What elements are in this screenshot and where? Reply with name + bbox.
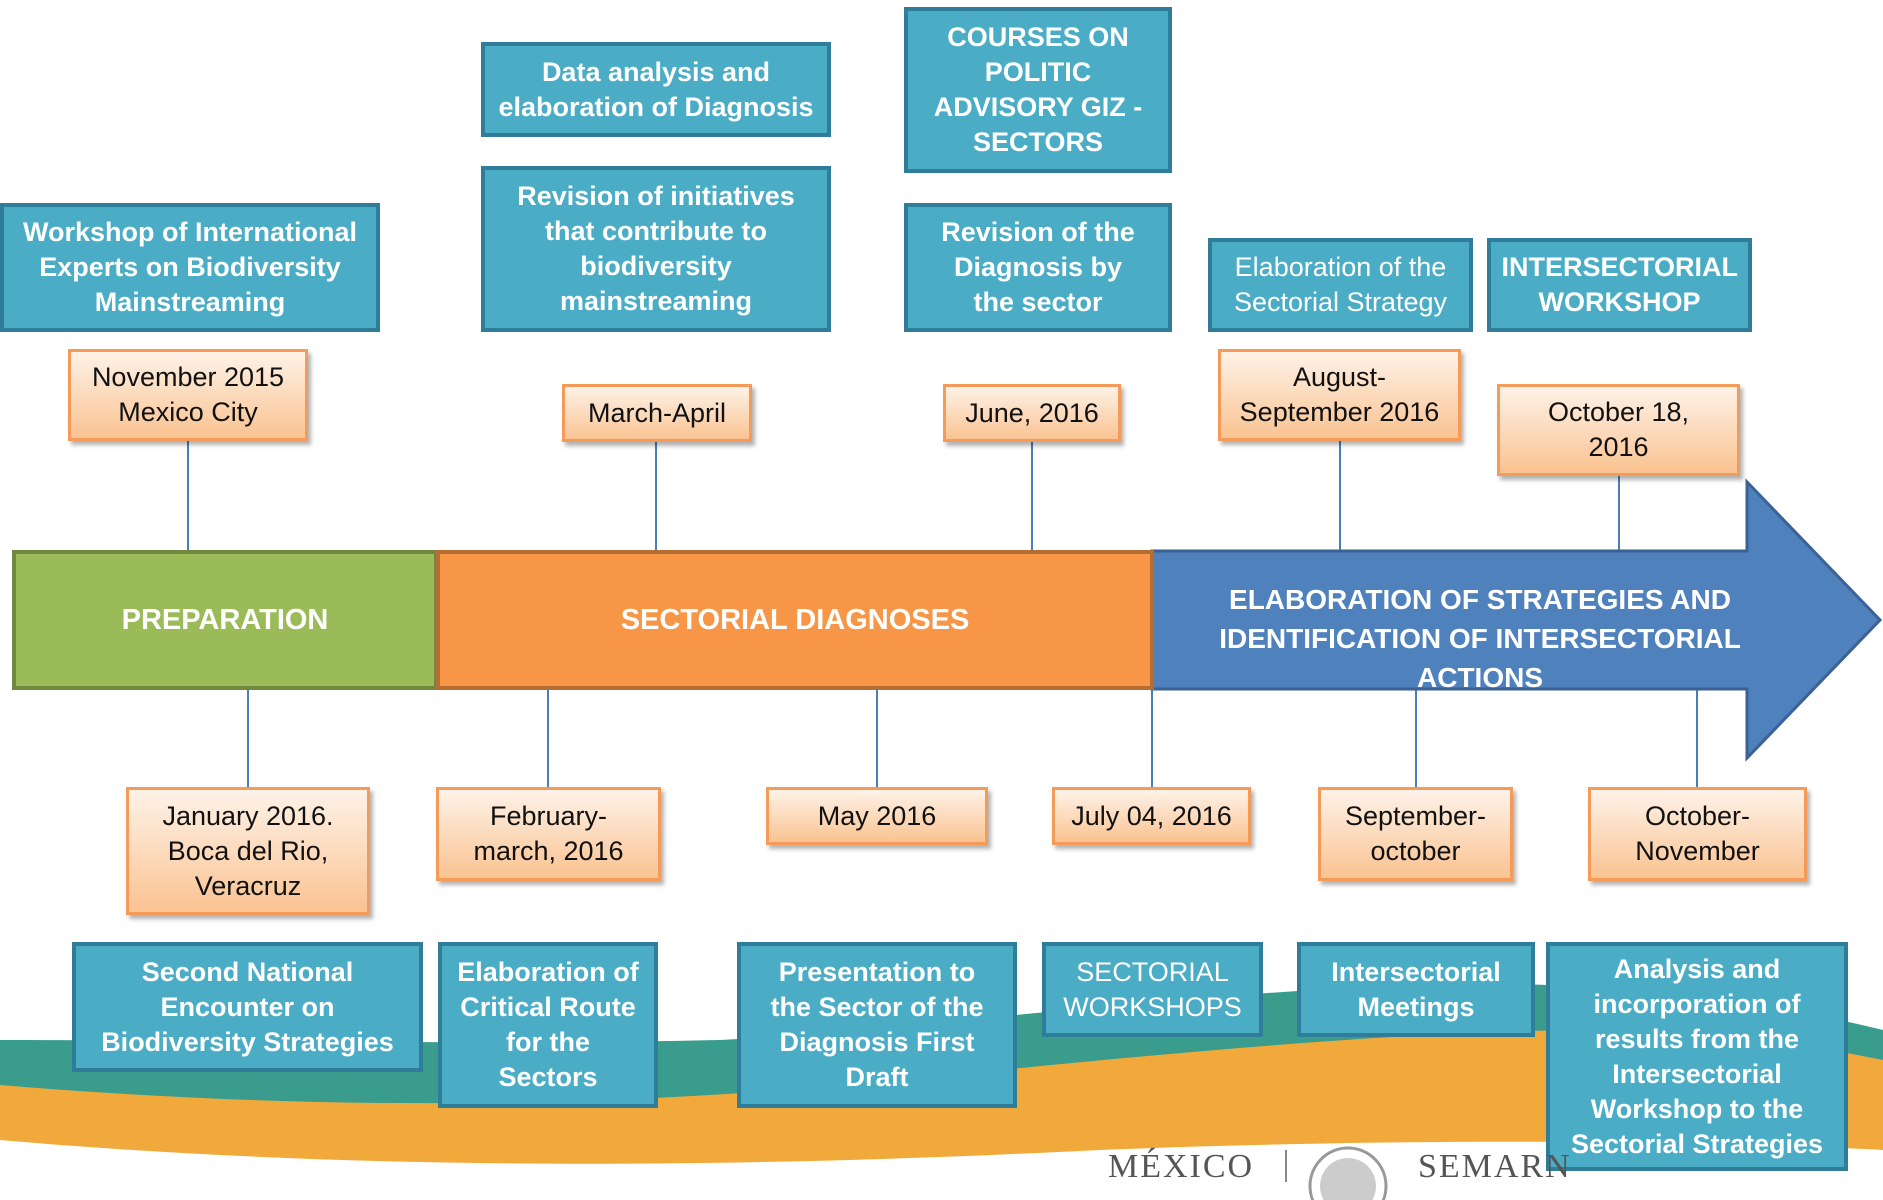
date-october-november: October-November <box>1588 787 1807 881</box>
activity-label: Revision of initiatives that contribute … <box>517 181 795 316</box>
activity-label: Presentation to the Sector of the Diagno… <box>770 957 984 1092</box>
date-november-2015: November 2015 Mexico City <box>68 349 308 441</box>
date-label: September-october <box>1344 801 1487 866</box>
activity-analysis-incorporation: Analysis and incorporation of results fr… <box>1546 942 1848 1171</box>
phase-elaboration-label: ELABORATION OF STRATEGIES AND IDENTIFICA… <box>1160 580 1800 697</box>
activity-revision-diagnosis: Revision of the Diagnosis by the sector <box>904 203 1172 332</box>
phase-diagnoses-label: SECTORIAL DIAGNOSES <box>620 604 970 636</box>
date-label: May 2016 <box>817 800 937 831</box>
activity-label: Intersectorial Meetings <box>1331 956 1501 1022</box>
date-october-18-2016: October 18, 2016 <box>1497 384 1740 476</box>
phase-sectorial-diagnoses: SECTORIAL DIAGNOSES <box>436 550 1154 690</box>
elaboration-arrow <box>1150 478 1883 762</box>
activity-label: Second National Encounter on Biodiversit… <box>101 956 394 1057</box>
phase-elaboration-line2: IDENTIFICATION OF INTERSECTORIAL ACTIONS <box>1219 623 1741 693</box>
date-label: November 2015 Mexico City <box>91 362 285 427</box>
activity-label: COURSES ON POLITIC ADVISORY GIZ - SECTOR… <box>933 22 1143 157</box>
date-may-2016: May 2016 <box>766 787 988 845</box>
activity-label: Workshop of International Experts on Bio… <box>22 217 357 317</box>
phase-elaboration-line1: ELABORATION OF STRATEGIES AND <box>1229 584 1731 615</box>
activity-courses-politic-advisory: COURSES ON POLITIC ADVISORY GIZ - SECTOR… <box>904 7 1172 173</box>
date-march-april: March-April <box>562 384 752 442</box>
activity-label: Elaboration of the Sectorial Strategy <box>1233 252 1448 317</box>
activity-revision-initiatives: Revision of initiatives that contribute … <box>481 166 831 332</box>
activity-intersectorial-workshop: INTERSECTORIAL WORKSHOP <box>1487 238 1752 332</box>
activity-label: Elaboration of Critical Route for the Se… <box>457 957 639 1092</box>
mexico-seal-icon <box>1308 1146 1388 1200</box>
date-label: June, 2016 <box>965 397 1099 428</box>
activity-data-analysis: Data analysis and elaboration of Diagnos… <box>481 42 831 137</box>
footer-divider <box>1285 1150 1287 1182</box>
date-label: March-April <box>587 397 727 428</box>
activity-critical-route: Elaboration of Critical Route for the Se… <box>438 942 658 1108</box>
activity-label: Revision of the Diagnosis by the sector <box>941 217 1135 317</box>
activity-label: INTERSECTORIAL WORKSHOP <box>1501 252 1738 317</box>
date-label: July 04, 2016 <box>1071 800 1232 831</box>
date-june-2016: June, 2016 <box>943 384 1121 442</box>
date-july-04-2016: July 04, 2016 <box>1052 787 1251 845</box>
activity-second-national-encounter: Second National Encounter on Biodiversit… <box>72 942 423 1072</box>
phase-preparation-label: PREPARATION <box>121 604 329 636</box>
date-label: August-September 2016 <box>1239 362 1440 427</box>
footer-semarnat-text: SEMARN <box>1418 1148 1572 1185</box>
date-label: October 18, 2016 <box>1547 397 1690 462</box>
activity-elaboration-sectorial-strategy: Elaboration of the Sectorial Strategy <box>1208 238 1473 332</box>
activity-label: Data analysis and elaboration of Diagnos… <box>498 56 814 122</box>
date-february-march-2016: February-march, 2016 <box>436 787 661 881</box>
date-january-2016: January 2016. Boca del Rio, Veracruz <box>126 787 370 915</box>
activity-presentation-diagnosis: Presentation to the Sector of the Diagno… <box>737 942 1017 1108</box>
activity-label: Analysis and incorporation of results fr… <box>1570 953 1824 1159</box>
date-september-october: September-october <box>1318 787 1513 881</box>
activity-intersectorial-meetings: Intersectorial Meetings <box>1297 942 1535 1037</box>
activity-workshop-international-experts: Workshop of International Experts on Bio… <box>0 203 380 332</box>
activity-sectorial-workshops: SECTORIAL WORKSHOPS <box>1042 942 1263 1037</box>
date-label: January 2016. Boca del Rio, Veracruz <box>162 800 334 901</box>
footer-mexico-text: MÉXICO <box>1108 1148 1255 1185</box>
date-august-september-2016: August-September 2016 <box>1218 349 1461 441</box>
activity-label: SECTORIAL WORKSHOPS <box>1063 956 1242 1022</box>
phase-preparation: PREPARATION <box>12 550 438 690</box>
date-label: October-November <box>1635 801 1760 866</box>
date-label: February-march, 2016 <box>473 801 624 866</box>
